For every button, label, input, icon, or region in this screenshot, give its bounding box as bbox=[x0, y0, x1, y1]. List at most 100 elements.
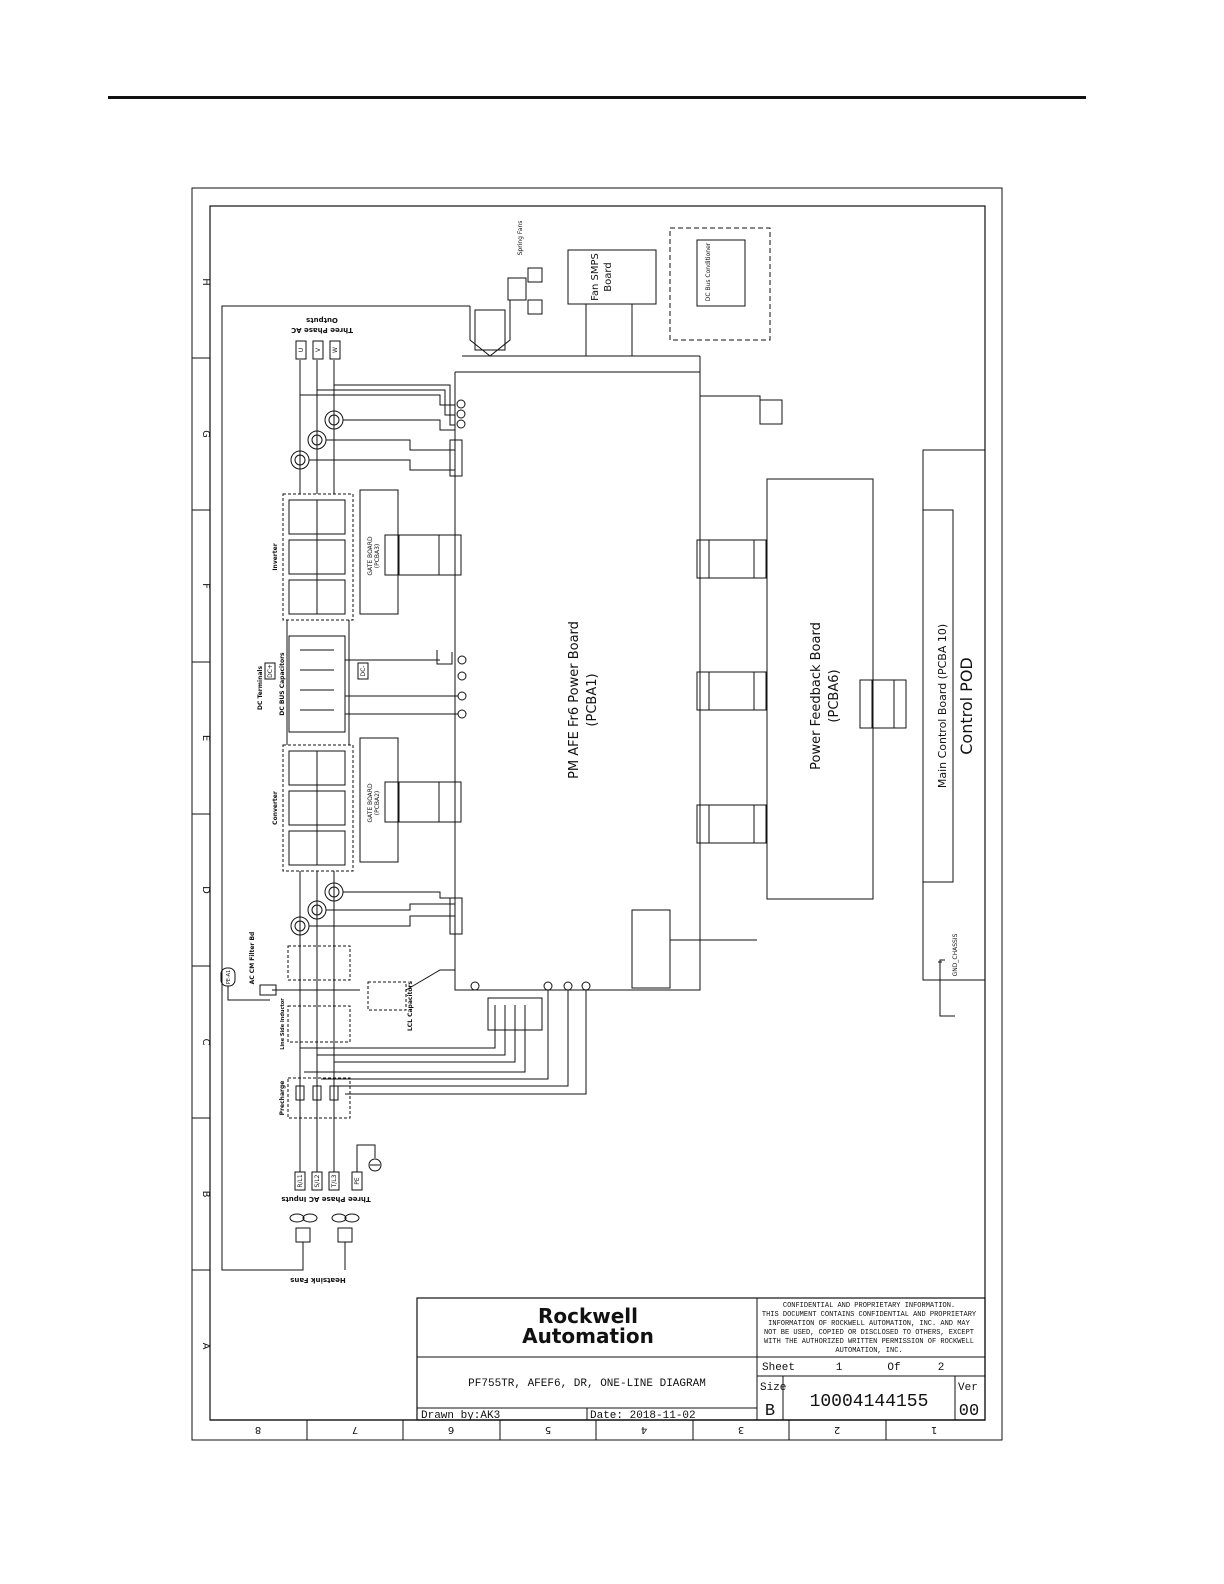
col-numbers: 8 7 6 5 4 3 2 1 bbox=[255, 1424, 937, 1435]
cm-choke-box bbox=[287, 945, 351, 981]
dc-bus-conditioner-box bbox=[669, 227, 771, 341]
title-block: Rockwell Automation CONFIDENTIAL AND PRO… bbox=[416, 1297, 986, 1422]
ground-bar bbox=[631, 909, 671, 989]
col-number: 5 bbox=[545, 1424, 551, 1435]
feedback-board-label: Power Feedback Board bbox=[809, 622, 824, 770]
dc-plus-label: DC+ bbox=[267, 664, 274, 678]
sensor-leads bbox=[300, 384, 455, 927]
of-number: 2 bbox=[938, 1362, 945, 1374]
gnd-chassis-label: GND_CHASSIS bbox=[952, 933, 959, 976]
size-value: B bbox=[765, 1402, 775, 1421]
power-board-outline bbox=[454, 371, 701, 991]
in-t-label: T/L3 bbox=[331, 1174, 338, 1188]
power-board-label: PM AFE Fr6 Power Board bbox=[567, 621, 582, 779]
logo-line2: Automation bbox=[522, 1324, 654, 1348]
drawn-by: Drawn by:AK3 bbox=[421, 1410, 500, 1422]
main-bus-lines bbox=[286, 360, 350, 1172]
input-terminal-r bbox=[294, 1171, 306, 1191]
output-terminal-w bbox=[329, 340, 341, 360]
line-reactor-label: Line Side Inductor bbox=[280, 998, 286, 1050]
feedback-board bbox=[766, 478, 874, 900]
dc-bus-capacitors bbox=[288, 635, 346, 733]
ground-icon bbox=[368, 1158, 382, 1172]
of-label: Of bbox=[887, 1362, 900, 1374]
row-letters: H G F E D C B A bbox=[200, 278, 211, 1349]
input-wiring bbox=[300, 981, 591, 1095]
ac-cm-filter-label: AC CM Filter Bd bbox=[249, 932, 256, 985]
bottom-zone-ticks bbox=[306, 1420, 887, 1440]
page-header-rule bbox=[108, 96, 1086, 99]
outputs-label: Three Phase AC bbox=[291, 326, 353, 334]
inputs-label: Three Phase AC Inputs bbox=[281, 1195, 370, 1203]
converter-igbts bbox=[288, 750, 346, 866]
inverter-label: Inverter bbox=[272, 543, 279, 570]
gate-board-1-label: GATE BOARD bbox=[367, 536, 374, 576]
ver-label: Ver bbox=[958, 1382, 978, 1394]
lcl-caps-box bbox=[367, 981, 407, 1011]
col-number: 7 bbox=[352, 1424, 358, 1435]
control-pod-label: Control POD bbox=[957, 657, 976, 754]
converter-box bbox=[282, 744, 354, 872]
heatsink-fans-label: Heatsink Fans bbox=[290, 1276, 346, 1284]
confidential-line: INFORMATION OF ROCKWELL AUTOMATION, INC.… bbox=[768, 1320, 970, 1328]
out-u-label: U bbox=[298, 348, 305, 352]
inverter-igbts bbox=[288, 499, 346, 615]
row-letter: F bbox=[200, 583, 211, 589]
left-zone-ticks bbox=[192, 357, 210, 1271]
outer-frame bbox=[191, 187, 1003, 1441]
row-letter: E bbox=[200, 735, 211, 741]
size-label: Size bbox=[760, 1382, 786, 1394]
pe-a1-label: PE-A1 bbox=[226, 970, 232, 984]
confidential-line: THIS DOCUMENT CONTAINS CONFIDENTIAL AND … bbox=[762, 1311, 977, 1319]
gate-board-1-id: (PCBA3) bbox=[374, 544, 381, 569]
feedback-board-id: (PCBA6) bbox=[827, 669, 842, 722]
heatsink-fans bbox=[221, 305, 470, 1271]
power-board-id: (PCBA1) bbox=[585, 673, 600, 726]
confidential-line: CONFIDENTIAL AND PROPRIETARY INFORMATION… bbox=[783, 1302, 955, 1310]
col-number: 6 bbox=[448, 1424, 454, 1435]
col-number: 3 bbox=[738, 1424, 744, 1435]
fan-harness bbox=[462, 300, 700, 357]
col-number: 4 bbox=[641, 1424, 647, 1435]
gate-board-2-label: GATE BOARD bbox=[367, 783, 374, 823]
col-number: 2 bbox=[834, 1424, 840, 1435]
confidential-line: WITH THE AUTHORIZED WRITTEN PERMISSION O… bbox=[764, 1338, 974, 1346]
power-board-left-connectors bbox=[449, 399, 467, 935]
dc-bus-conditioner-label: DC Bus Conditioner bbox=[705, 242, 712, 301]
spring-fans-label: Spring Fans bbox=[517, 221, 524, 256]
converter-label: Converter bbox=[272, 791, 279, 825]
main-control-board bbox=[922, 509, 954, 883]
input-terminal-t bbox=[328, 1171, 340, 1191]
col-number: 1 bbox=[931, 1424, 937, 1435]
row-letter: A bbox=[200, 1343, 211, 1350]
row-letter: C bbox=[200, 1039, 211, 1046]
gate-board-2-id: (PCBA2) bbox=[374, 791, 381, 816]
out-w-label: W bbox=[332, 347, 339, 353]
line-reactor-box bbox=[287, 1005, 351, 1043]
feedback-connectors bbox=[696, 539, 907, 844]
main-control-label: Main Control Board (PCBA 10) bbox=[936, 624, 949, 788]
inner-frame bbox=[209, 205, 986, 1421]
sheet-label: Sheet bbox=[762, 1362, 795, 1374]
precharge-label: Precharge bbox=[279, 1081, 286, 1116]
out-v-label: V bbox=[315, 347, 322, 352]
fan-smps-board bbox=[567, 249, 657, 305]
inverter-box bbox=[282, 493, 354, 621]
dc-terminals-label: DC Terminals bbox=[257, 666, 264, 710]
sheet-number: 1 bbox=[836, 1362, 843, 1374]
precharge-box bbox=[287, 1077, 351, 1119]
in-r-label: R/L1 bbox=[297, 1174, 304, 1188]
fan-smps-label-2: Board bbox=[603, 262, 614, 291]
row-letter: H bbox=[200, 278, 211, 286]
output-terminal-v bbox=[312, 340, 324, 360]
pe-label: PE bbox=[354, 1177, 361, 1185]
outputs-label-2: Outputs bbox=[306, 316, 338, 324]
dc-minus-label: DC- bbox=[360, 666, 367, 677]
gate-boards bbox=[359, 489, 462, 863]
document-number: 10004144155 bbox=[810, 1392, 929, 1412]
col-number: 8 bbox=[255, 1424, 261, 1435]
input-terminal-s bbox=[311, 1171, 323, 1191]
ver-value: 00 bbox=[959, 1402, 979, 1421]
row-letter: D bbox=[200, 886, 211, 894]
